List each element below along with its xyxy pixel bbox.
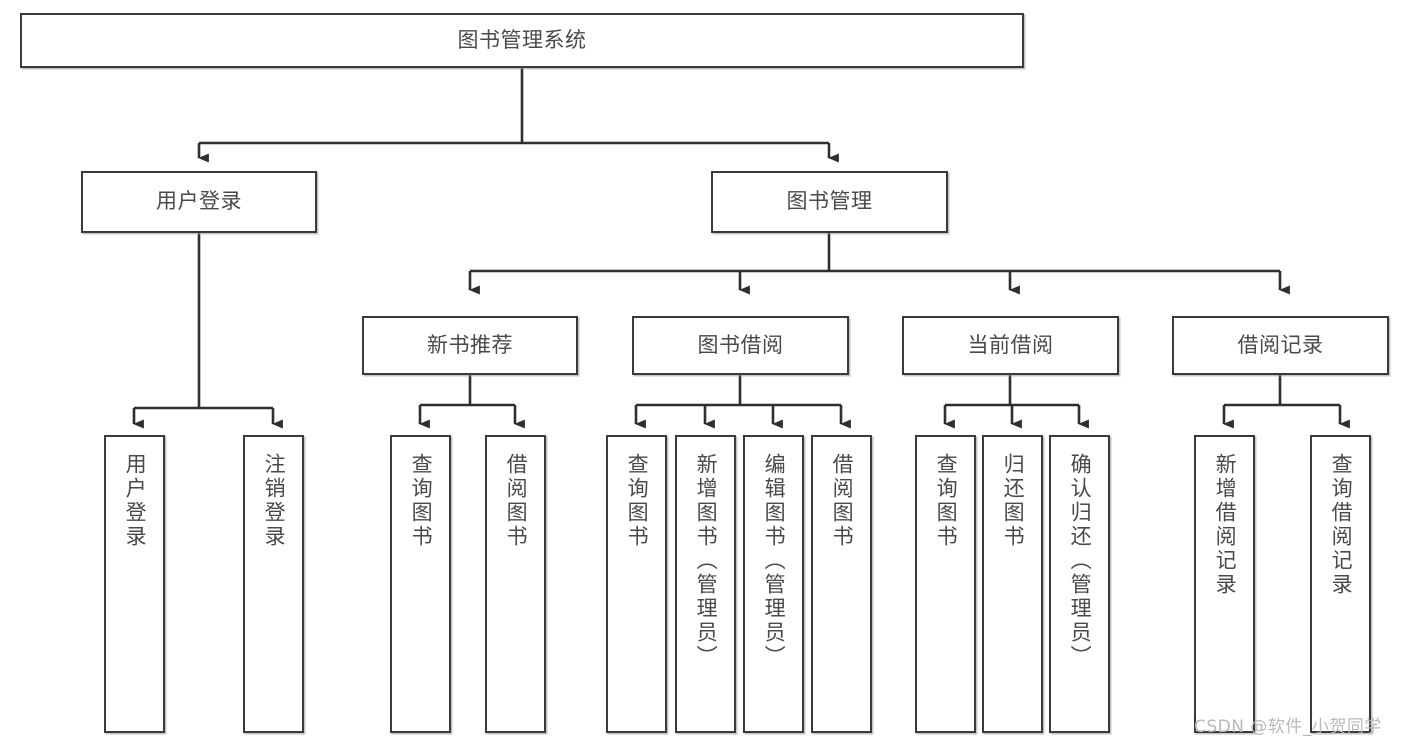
node-leaf-query-book-1-label: 查询图书 <box>409 453 434 549</box>
node-leaf-user-login-label: 用户登录 <box>123 453 148 549</box>
node-user-login[interactable]: 用户登录 <box>81 171 317 233</box>
node-leaf-add-record[interactable]: 新增借阅记录 <box>1194 435 1255 733</box>
node-leaf-confirm-return[interactable]: 确认归还（管理员） <box>1049 435 1110 733</box>
node-leaf-return-book-label: 归还图书 <box>1001 453 1026 549</box>
node-leaf-edit-book[interactable]: 编辑图书（管理员） <box>743 435 804 733</box>
node-leaf-logout-label: 注销登录 <box>262 453 287 549</box>
node-leaf-add-record-label: 新增借阅记录 <box>1213 453 1238 597</box>
node-leaf-logout[interactable]: 注销登录 <box>243 435 304 733</box>
node-book-borrow-label: 图书借阅 <box>697 332 784 357</box>
node-borrow-record-label: 借阅记录 <box>1237 332 1324 357</box>
node-leaf-add-book-label: 新增图书（管理员） <box>694 453 719 669</box>
node-leaf-query-record-label: 查询借阅记录 <box>1329 453 1354 597</box>
node-leaf-query-book-3[interactable]: 查询图书 <box>915 435 976 733</box>
node-root[interactable]: 图书管理系统 <box>20 13 1024 68</box>
node-leaf-query-book-2[interactable]: 查询图书 <box>606 435 667 733</box>
node-new-book-recommend-label: 新书推荐 <box>427 332 513 357</box>
node-book-management-label: 图书管理 <box>786 189 873 214</box>
node-leaf-user-login[interactable]: 用户登录 <box>104 435 165 733</box>
node-root-label: 图书管理系统 <box>457 27 587 52</box>
node-book-borrow[interactable]: 图书借阅 <box>632 316 849 375</box>
node-leaf-borrow-book-2[interactable]: 借阅图书 <box>811 435 872 733</box>
node-leaf-borrow-book-2-label: 借阅图书 <box>830 453 855 549</box>
node-user-login-label: 用户登录 <box>156 189 242 214</box>
node-leaf-confirm-return-label: 确认归还（管理员） <box>1068 453 1093 669</box>
node-leaf-borrow-book-1[interactable]: 借阅图书 <box>485 435 546 733</box>
node-leaf-borrow-book-1-label: 借阅图书 <box>504 453 529 549</box>
node-leaf-edit-book-label: 编辑图书（管理员） <box>762 453 787 669</box>
node-new-book-recommend[interactable]: 新书推荐 <box>362 316 578 375</box>
node-leaf-add-book[interactable]: 新增图书（管理员） <box>675 435 736 733</box>
node-leaf-query-book-3-label: 查询图书 <box>934 453 959 549</box>
node-current-borrow[interactable]: 当前借阅 <box>902 316 1119 375</box>
node-leaf-query-book-1[interactable]: 查询图书 <box>390 435 451 733</box>
node-borrow-record[interactable]: 借阅记录 <box>1172 316 1389 375</box>
node-leaf-return-book[interactable]: 归还图书 <box>982 435 1043 733</box>
node-leaf-query-book-2-label: 查询图书 <box>625 453 650 549</box>
node-current-borrow-label: 当前借阅 <box>967 332 1054 357</box>
node-leaf-query-record[interactable]: 查询借阅记录 <box>1310 435 1371 733</box>
node-book-management[interactable]: 图书管理 <box>711 171 948 233</box>
